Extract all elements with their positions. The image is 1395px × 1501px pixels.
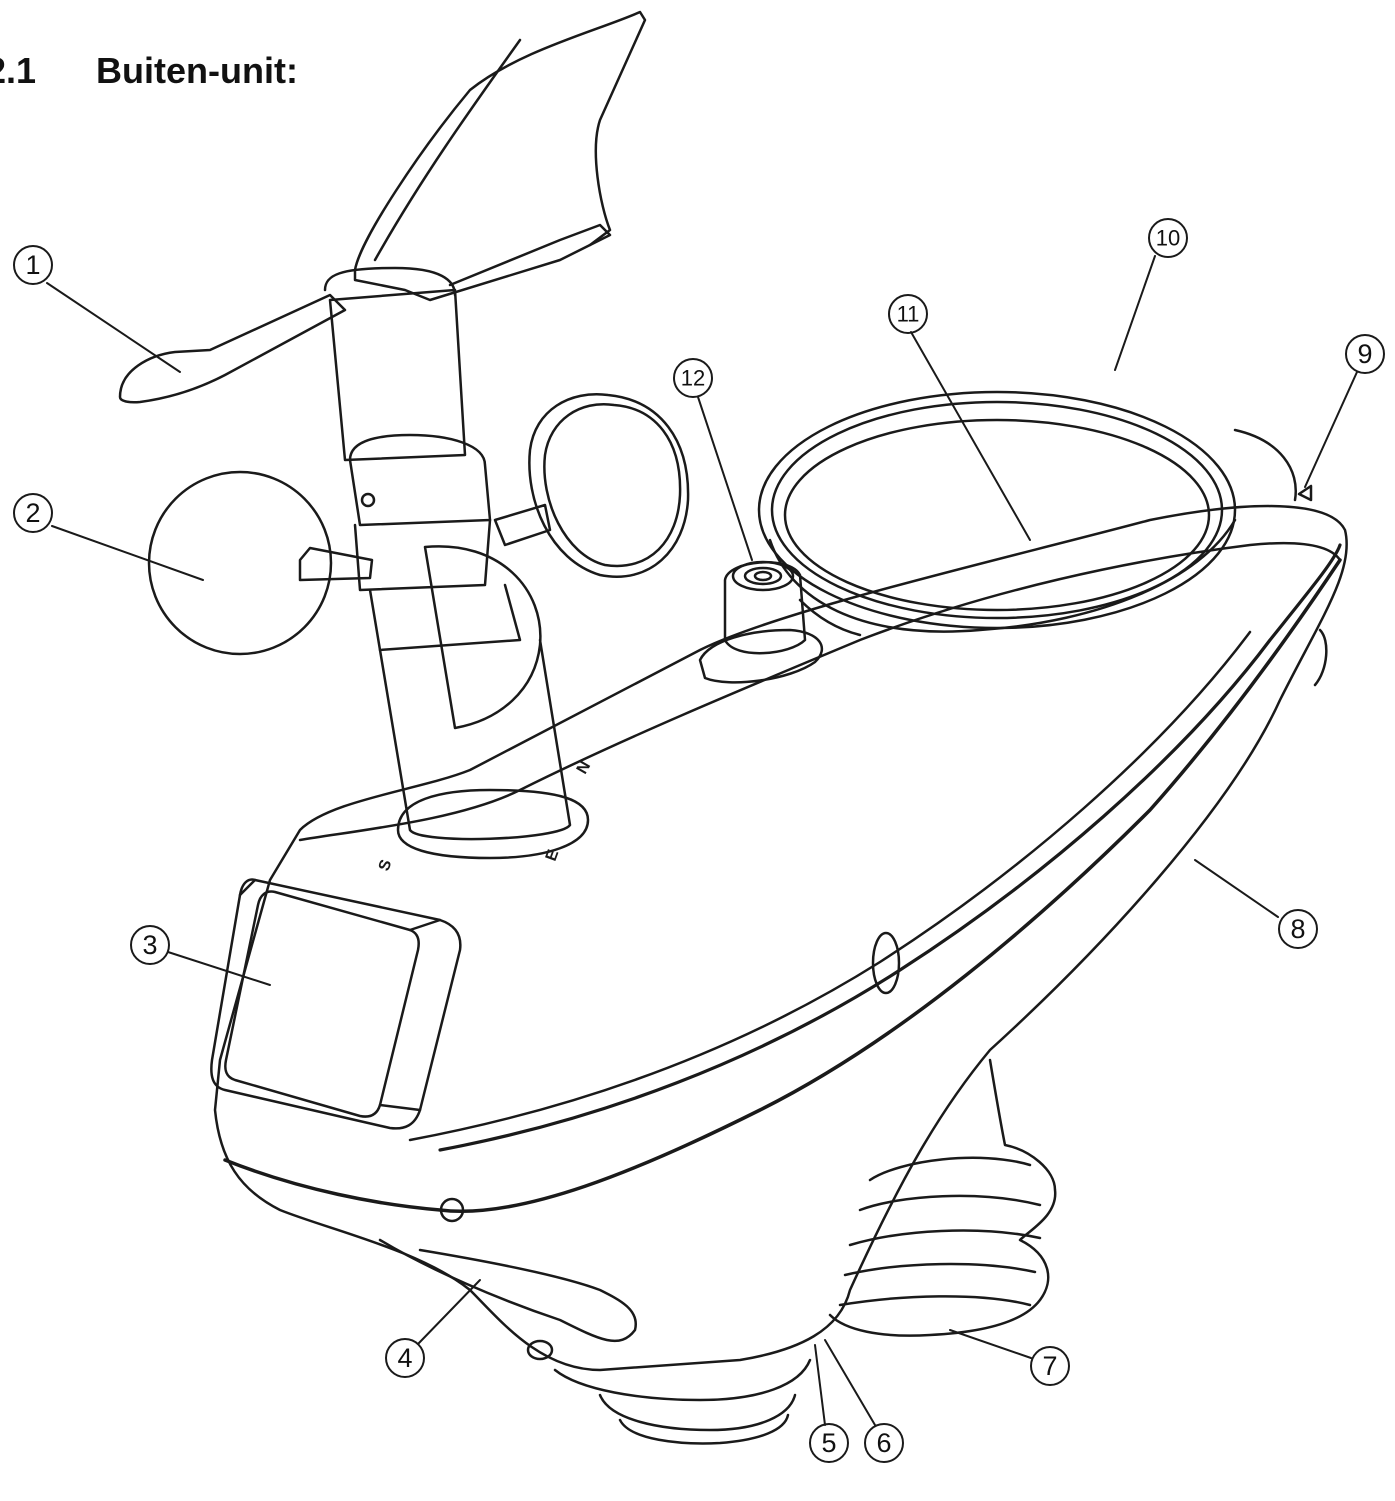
callout-circle-5 xyxy=(809,1423,849,1463)
callout-circle-6 xyxy=(864,1423,904,1463)
anemometer-mast xyxy=(323,266,590,860)
arrow-mark xyxy=(1297,484,1313,502)
compass-south: S xyxy=(376,857,396,873)
callout-label-10: 10 xyxy=(1156,226,1180,251)
wind-cups xyxy=(147,393,690,730)
callout-circle-4 xyxy=(385,1338,425,1378)
wind-vane xyxy=(118,10,647,404)
radiation-shield xyxy=(553,1058,1057,1445)
callout-label-9: 9 xyxy=(1357,339,1372,369)
callout-label-6: 6 xyxy=(876,1428,891,1458)
section-title: Buiten-unit: xyxy=(96,50,298,91)
callout-labels: 1 2 3 4 5 6 7 8 9 10 11 12 xyxy=(25,226,1372,1459)
callout-circle-1 xyxy=(13,245,53,285)
callout-circle-3 xyxy=(130,925,170,965)
leader-lines xyxy=(46,255,1358,1426)
callout-circle-9 xyxy=(1345,334,1385,374)
screw-hole xyxy=(439,1197,465,1223)
callout-label-1: 1 xyxy=(25,250,40,280)
rain-gauge xyxy=(757,390,1297,637)
callout-label-2: 2 xyxy=(25,498,40,528)
callout-label-12: 12 xyxy=(681,366,705,391)
callout-label-7: 7 xyxy=(1042,1351,1057,1381)
callout-label-4: 4 xyxy=(397,1343,412,1373)
bubble-level xyxy=(698,560,824,684)
callout-label-8: 8 xyxy=(1290,914,1305,944)
callout-circles xyxy=(13,218,1385,1463)
callout-circle-10 xyxy=(1148,218,1188,258)
solar-panel xyxy=(210,878,462,1130)
callout-circle-8 xyxy=(1278,909,1318,949)
callout-circle-7 xyxy=(1030,1346,1070,1386)
compass-north: N xyxy=(574,758,595,777)
callout-circle-11 xyxy=(888,294,928,334)
callout-label-3: 3 xyxy=(142,930,157,960)
callout-label-5: 5 xyxy=(821,1428,836,1458)
callout-circle-2 xyxy=(13,493,53,533)
section-number: 2.1 xyxy=(0,50,37,91)
callout-label-11: 11 xyxy=(897,302,920,327)
callout-circle-12 xyxy=(673,358,713,398)
main-body xyxy=(213,484,1348,1372)
side-button xyxy=(871,931,901,995)
